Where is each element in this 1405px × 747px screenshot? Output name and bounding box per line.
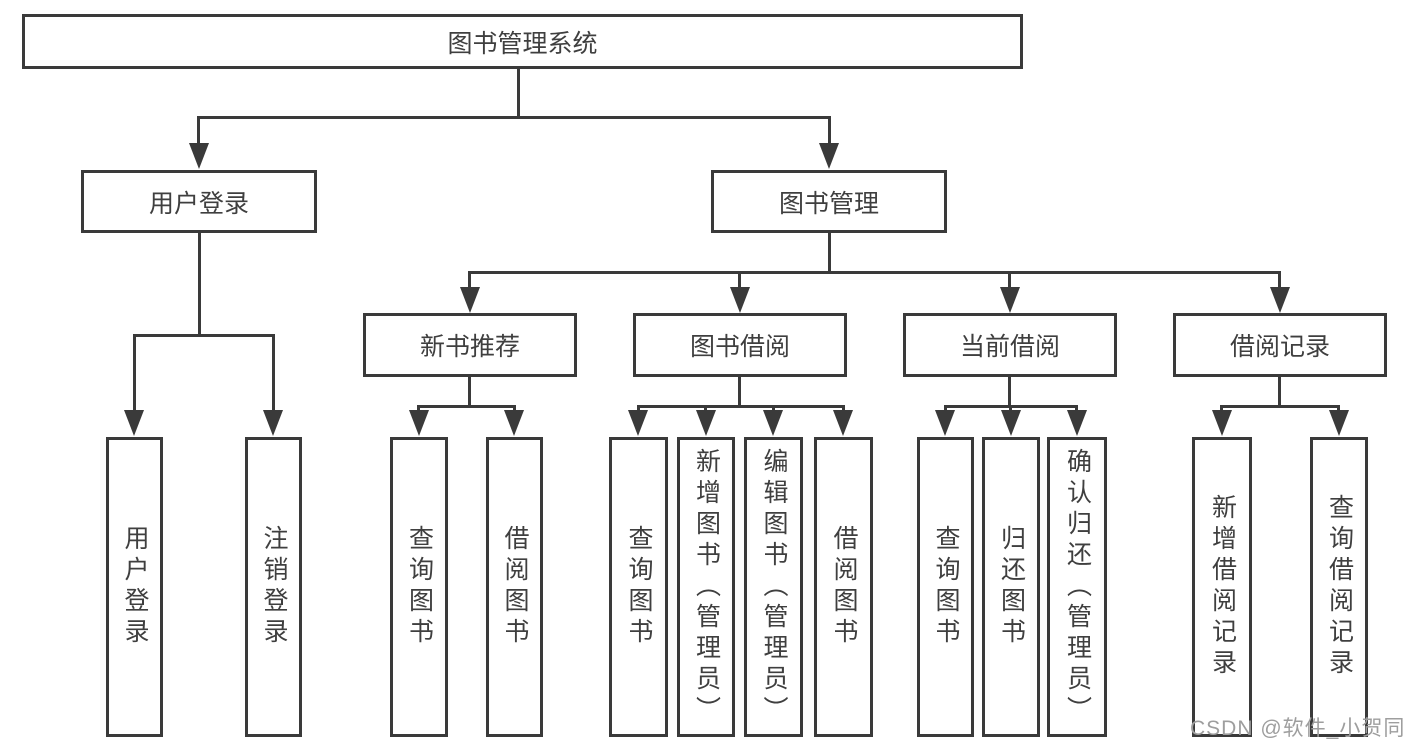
connector-line bbox=[772, 405, 775, 413]
connector-line bbox=[1075, 405, 1078, 413]
arrow-down-icon bbox=[628, 410, 648, 436]
leaf-add-borrow-record: 新增借阅记录 bbox=[1192, 437, 1252, 737]
leaf-user-login: 用户登录 bbox=[106, 437, 163, 737]
leaf-confirm-return-admin-label: 确认归还（管理员） bbox=[1063, 447, 1092, 727]
leaf-query-books-current-label: 查询图书 bbox=[932, 525, 960, 649]
leaf-query-books-borrow: 查询图书 bbox=[609, 437, 668, 737]
connector-line bbox=[1009, 405, 1012, 413]
node-current-borrow: 当前借阅 bbox=[903, 313, 1117, 377]
arrow-down-icon bbox=[763, 410, 783, 436]
connector-line bbox=[1278, 377, 1281, 408]
arrow-down-icon bbox=[696, 410, 716, 436]
connector-line bbox=[198, 233, 201, 336]
leaf-add-book-admin: 新增图书（管理员） bbox=[677, 437, 735, 737]
leaf-query-borrow-record: 查询借阅记录 bbox=[1310, 437, 1368, 737]
connector-line bbox=[738, 271, 741, 289]
node-new-book-recommend-label: 新书推荐 bbox=[419, 333, 520, 361]
leaf-return-book-label: 归还图书 bbox=[997, 525, 1026, 649]
connector-line bbox=[1008, 377, 1011, 408]
arrow-down-icon bbox=[1000, 287, 1020, 313]
leaf-query-books-current: 查询图书 bbox=[917, 437, 974, 737]
node-book-management: 图书管理 bbox=[711, 170, 947, 233]
connector-line bbox=[272, 334, 275, 412]
arrow-down-icon bbox=[1212, 410, 1232, 436]
node-current-borrow-label: 当前借阅 bbox=[959, 333, 1060, 361]
arrow-down-icon bbox=[833, 410, 853, 436]
arrow-down-icon bbox=[460, 287, 480, 313]
leaf-user-login-label: 用户登录 bbox=[121, 525, 149, 649]
node-user-login: 用户登录 bbox=[81, 170, 317, 233]
connector-line bbox=[513, 405, 516, 413]
connector-line bbox=[468, 271, 471, 289]
connector-line bbox=[417, 405, 420, 413]
arrow-down-icon bbox=[1067, 410, 1087, 436]
leaf-return-book: 归还图书 bbox=[982, 437, 1040, 737]
leaf-query-books-borrow-label: 查询图书 bbox=[625, 525, 653, 649]
connector-line bbox=[944, 405, 947, 413]
connector-line bbox=[704, 405, 707, 413]
arrow-down-icon bbox=[935, 410, 955, 436]
leaf-query-books-recommend-label: 查询图书 bbox=[405, 525, 434, 649]
node-borrow-records: 借阅记录 bbox=[1173, 313, 1387, 377]
node-book-borrow: 图书借阅 bbox=[633, 313, 847, 377]
arrow-down-icon bbox=[1270, 287, 1290, 313]
leaf-query-books-recommend: 查询图书 bbox=[390, 437, 448, 737]
connector-line bbox=[133, 334, 136, 412]
arrow-down-icon bbox=[1329, 410, 1349, 436]
connector-line bbox=[133, 334, 275, 337]
connector-line bbox=[197, 116, 831, 119]
leaf-confirm-return-admin: 确认归还（管理员） bbox=[1047, 437, 1107, 737]
leaf-borrow-books-recommend-label: 借阅图书 bbox=[501, 525, 529, 649]
leaf-edit-book-admin: 编辑图书（管理员） bbox=[744, 437, 803, 737]
connector-line bbox=[637, 405, 845, 408]
connector-line bbox=[1220, 405, 1340, 408]
arrow-down-icon bbox=[409, 410, 429, 436]
leaf-add-book-admin-label: 新增图书（管理员） bbox=[692, 447, 721, 727]
connector-line bbox=[842, 405, 845, 413]
node-root: 图书管理系统 bbox=[22, 14, 1023, 69]
watermark: CSDN @软件_小贺同学 bbox=[1190, 717, 1405, 740]
node-user-login-label: 用户登录 bbox=[148, 189, 249, 218]
connector-line bbox=[828, 233, 831, 274]
arrow-down-icon bbox=[730, 287, 750, 313]
connector-line bbox=[468, 271, 1281, 274]
connector-line bbox=[1278, 271, 1281, 289]
connector-line bbox=[517, 67, 520, 118]
connector-line bbox=[417, 405, 516, 408]
arrow-down-icon bbox=[189, 143, 209, 169]
connector-line bbox=[637, 405, 640, 413]
leaf-borrow-books: 借阅图书 bbox=[814, 437, 873, 737]
node-root-label: 图书管理系统 bbox=[447, 29, 598, 58]
arrow-down-icon bbox=[263, 410, 283, 436]
node-borrow-records-label: 借阅记录 bbox=[1229, 333, 1330, 361]
connector-line bbox=[1337, 405, 1340, 413]
leaf-add-borrow-record-label: 新增借阅记录 bbox=[1208, 494, 1237, 680]
connector-line bbox=[738, 377, 741, 408]
connector-line bbox=[1220, 405, 1223, 413]
leaf-borrow-books-recommend: 借阅图书 bbox=[486, 437, 543, 737]
connector-line bbox=[1008, 271, 1011, 289]
connector-line bbox=[468, 377, 471, 408]
leaf-logout: 注销登录 bbox=[245, 437, 302, 737]
leaf-edit-book-admin-label: 编辑图书（管理员） bbox=[760, 447, 788, 727]
connector-line bbox=[197, 116, 200, 145]
node-book-borrow-label: 图书借阅 bbox=[689, 333, 790, 361]
node-new-book-recommend: 新书推荐 bbox=[363, 313, 577, 377]
connector-line bbox=[828, 116, 831, 145]
arrow-down-icon bbox=[504, 410, 524, 436]
arrow-down-icon bbox=[124, 410, 144, 436]
arrow-down-icon bbox=[819, 143, 839, 169]
leaf-borrow-books-label: 借阅图书 bbox=[830, 525, 858, 649]
node-book-management-label: 图书管理 bbox=[778, 189, 879, 218]
leaf-logout-label: 注销登录 bbox=[260, 525, 288, 649]
leaf-query-borrow-record-label: 查询借阅记录 bbox=[1325, 494, 1354, 680]
arrow-down-icon bbox=[1001, 410, 1021, 436]
